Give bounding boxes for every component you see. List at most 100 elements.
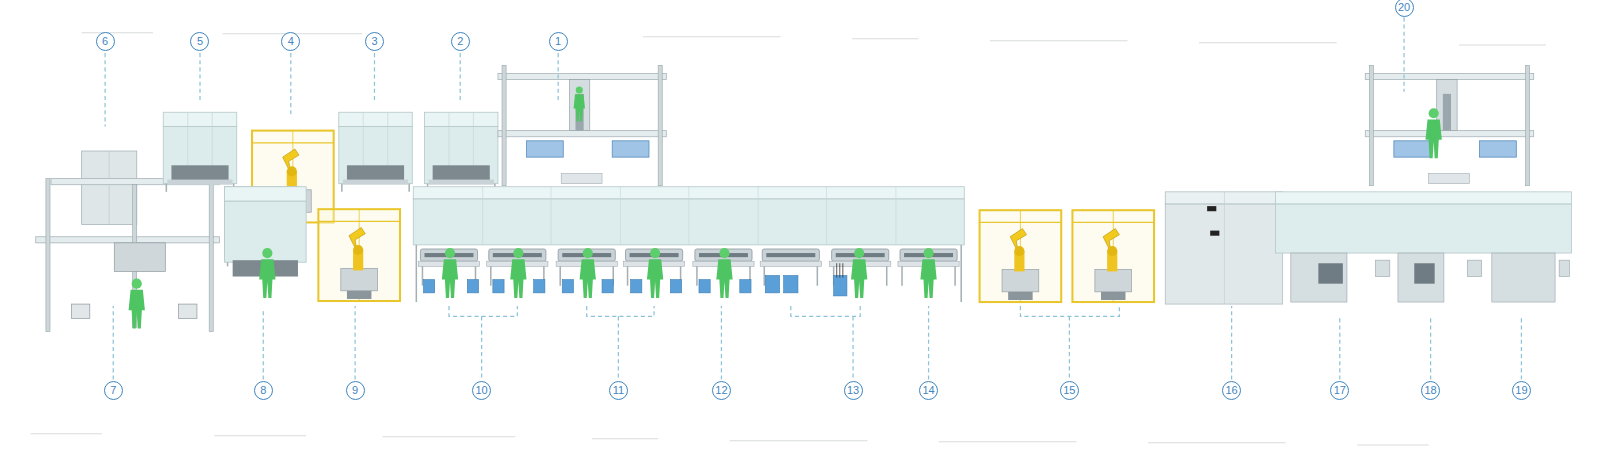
illustration-part: [1148, 442, 1286, 443]
illustration-part: [1375, 260, 1389, 276]
illustration-part: [643, 36, 781, 37]
callout-number: 3: [365, 32, 384, 51]
callout-number: 6: [96, 32, 115, 51]
illustration-part: [592, 438, 658, 439]
illustration-part: [1425, 108, 1441, 158]
illustration-part: [493, 280, 504, 293]
illustration-part: [290, 53, 291, 117]
illustration-part: [113, 306, 114, 379]
illustration-part: [104, 53, 105, 126]
illustration-part: [129, 279, 145, 329]
illustration-part: [36, 237, 220, 243]
illustration-part: [1559, 260, 1569, 276]
illustration-part: [580, 248, 596, 298]
illustration-part: [852, 38, 918, 39]
illustration-part: [1231, 306, 1232, 379]
callout-number: 2: [451, 32, 470, 51]
illustration-part: [631, 280, 642, 293]
illustration-part: [980, 210, 1062, 302]
illustration-part: [688, 187, 689, 245]
illustration-part: [423, 276, 846, 296]
illustration-part: [498, 65, 666, 185]
illustration-part: [449, 306, 517, 379]
callout-number: 10: [472, 381, 491, 400]
illustration-part: [105, 17, 1521, 379]
illustration-part: [834, 276, 847, 296]
illustration-part: [839, 263, 840, 277]
illustration-part: [423, 280, 434, 293]
illustration-part: [510, 248, 526, 298]
illustration-part: [163, 112, 236, 192]
illustration-part: [1291, 253, 1347, 302]
illustration-part: [36, 179, 220, 332]
illustration-part: [31, 17, 1572, 445]
illustration-part: [939, 441, 1077, 442]
illustration-part: [551, 187, 552, 245]
illustration-part: [416, 245, 418, 302]
illustration-part: [259, 248, 275, 298]
illustration-part: [837, 263, 843, 277]
illustration-part: [71, 304, 89, 318]
illustration-part: [318, 209, 400, 301]
illustration-part: [1403, 17, 1404, 91]
illustration-part: [765, 276, 779, 293]
illustration-part: [1020, 306, 1119, 379]
illustration-part: [214, 435, 306, 436]
illustration-part: [534, 280, 545, 293]
illustration-part: [209, 179, 213, 332]
illustration-part: [791, 306, 860, 379]
illustration-part: [960, 245, 962, 302]
callout-number: 17: [1330, 381, 1349, 400]
illustration-part: [82, 151, 137, 224]
illustration-part: [483, 187, 896, 245]
illustration-part: [1072, 210, 1154, 302]
illustration-part: [482, 187, 483, 245]
illustration-part: [1291, 253, 1570, 302]
illustration-part: [1357, 444, 1428, 445]
illustration-part: [990, 40, 1128, 41]
callout-number: 19: [1512, 381, 1531, 400]
callout-number: 20: [1395, 0, 1414, 17]
illustration-part: [587, 306, 654, 379]
illustration-part: [46, 179, 50, 332]
callout-number: 15: [1060, 381, 1079, 400]
illustration-part: [620, 187, 621, 245]
illustration-part: [842, 263, 843, 277]
illustration-part: [1467, 260, 1481, 276]
illustration-part: [1224, 192, 1225, 304]
illustration-part: [1207, 206, 1216, 211]
illustration-part: [716, 248, 732, 298]
illustration-part: [263, 311, 264, 379]
illustration-part: [1165, 192, 1282, 204]
callout-number: 4: [281, 32, 300, 51]
illustration-part: [1318, 263, 1342, 283]
illustration-part: [699, 280, 710, 293]
illustration-part: [730, 440, 868, 441]
callout-number: 1: [549, 32, 568, 51]
illustration-part: [179, 304, 197, 318]
illustration-part: [442, 248, 458, 298]
callout-number: 12: [712, 381, 731, 400]
illustration-part: [1492, 253, 1555, 302]
illustration-part: [383, 436, 516, 437]
callout-number: 18: [1421, 381, 1440, 400]
illustration-part: [109, 151, 110, 224]
illustration-part: [354, 306, 355, 379]
callout-number: 9: [346, 381, 365, 400]
illustration-part: [339, 112, 412, 192]
illustration-part: [851, 248, 867, 298]
illustration-part: [114, 243, 165, 272]
illustration-part: [1398, 253, 1444, 302]
illustration-part: [1521, 316, 1522, 379]
illustration-part: [647, 248, 663, 298]
illustration-part: [758, 187, 759, 245]
illustration-part: [1365, 65, 1533, 185]
illustration-part: [467, 280, 478, 293]
illustration-part: [82, 32, 153, 33]
illustration-part: [836, 263, 837, 277]
callout-number: 14: [919, 381, 938, 400]
illustration-part: [784, 276, 798, 293]
illustration-part: [1339, 316, 1340, 379]
